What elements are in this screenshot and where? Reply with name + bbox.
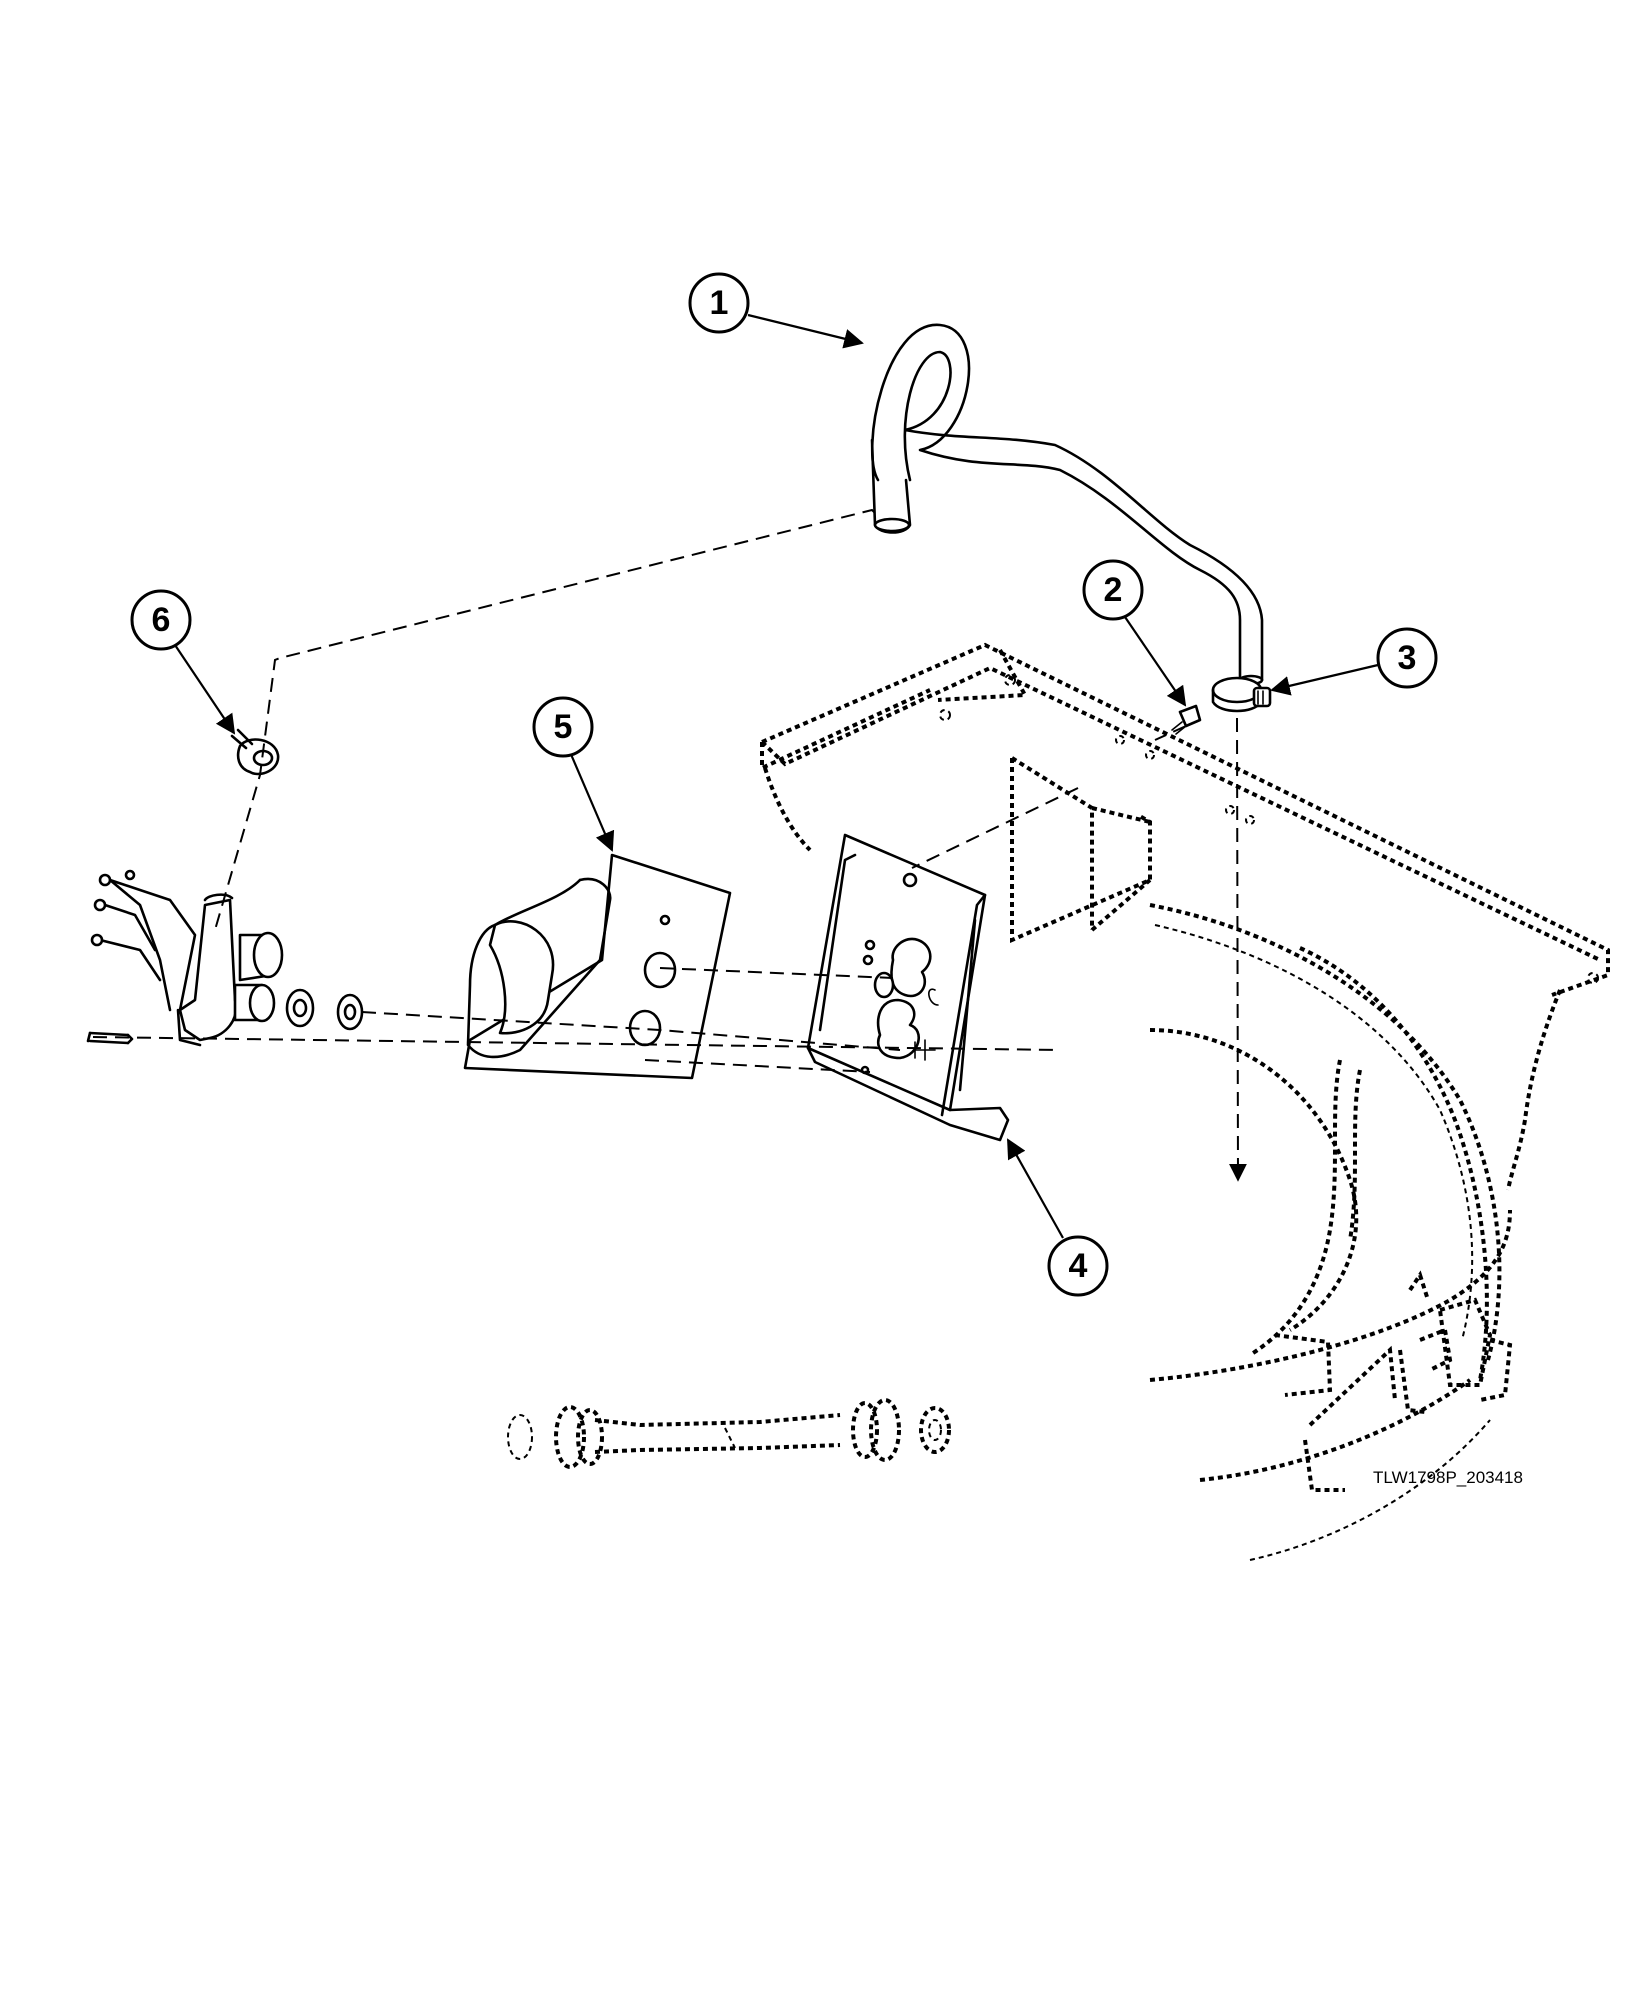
callout-4: 4 bbox=[1007, 1138, 1109, 1297]
small-clamp bbox=[230, 728, 280, 776]
water-valve bbox=[86, 869, 364, 1047]
callout-2: 2 bbox=[1082, 559, 1187, 707]
callout-2-label: 2 bbox=[1104, 571, 1123, 609]
callout-1-label: 1 bbox=[710, 284, 729, 322]
callout-6: 6 bbox=[130, 589, 236, 735]
callout-6-label: 6 bbox=[152, 601, 171, 639]
callout-3-label: 3 bbox=[1398, 639, 1417, 677]
callout-5-label: 5 bbox=[554, 708, 573, 746]
hose-clamp bbox=[1211, 676, 1272, 713]
assembly-lines bbox=[92, 508, 1247, 1182]
callout-3: 3 bbox=[1270, 627, 1438, 696]
valve-shield bbox=[463, 853, 732, 1080]
callout-1: 1 bbox=[688, 272, 864, 349]
washer-tub-outline bbox=[760, 642, 1610, 1561]
mounting-bracket bbox=[806, 833, 1010, 1142]
figure-id-label: TLW1798P_203418 bbox=[1373, 1468, 1523, 1487]
inlet-hose bbox=[507, 1398, 951, 1469]
callout-5: 5 bbox=[532, 696, 615, 852]
screw bbox=[1171, 704, 1202, 735]
callout-4-label: 4 bbox=[1069, 1247, 1088, 1285]
fill-hose bbox=[870, 323, 1264, 686]
